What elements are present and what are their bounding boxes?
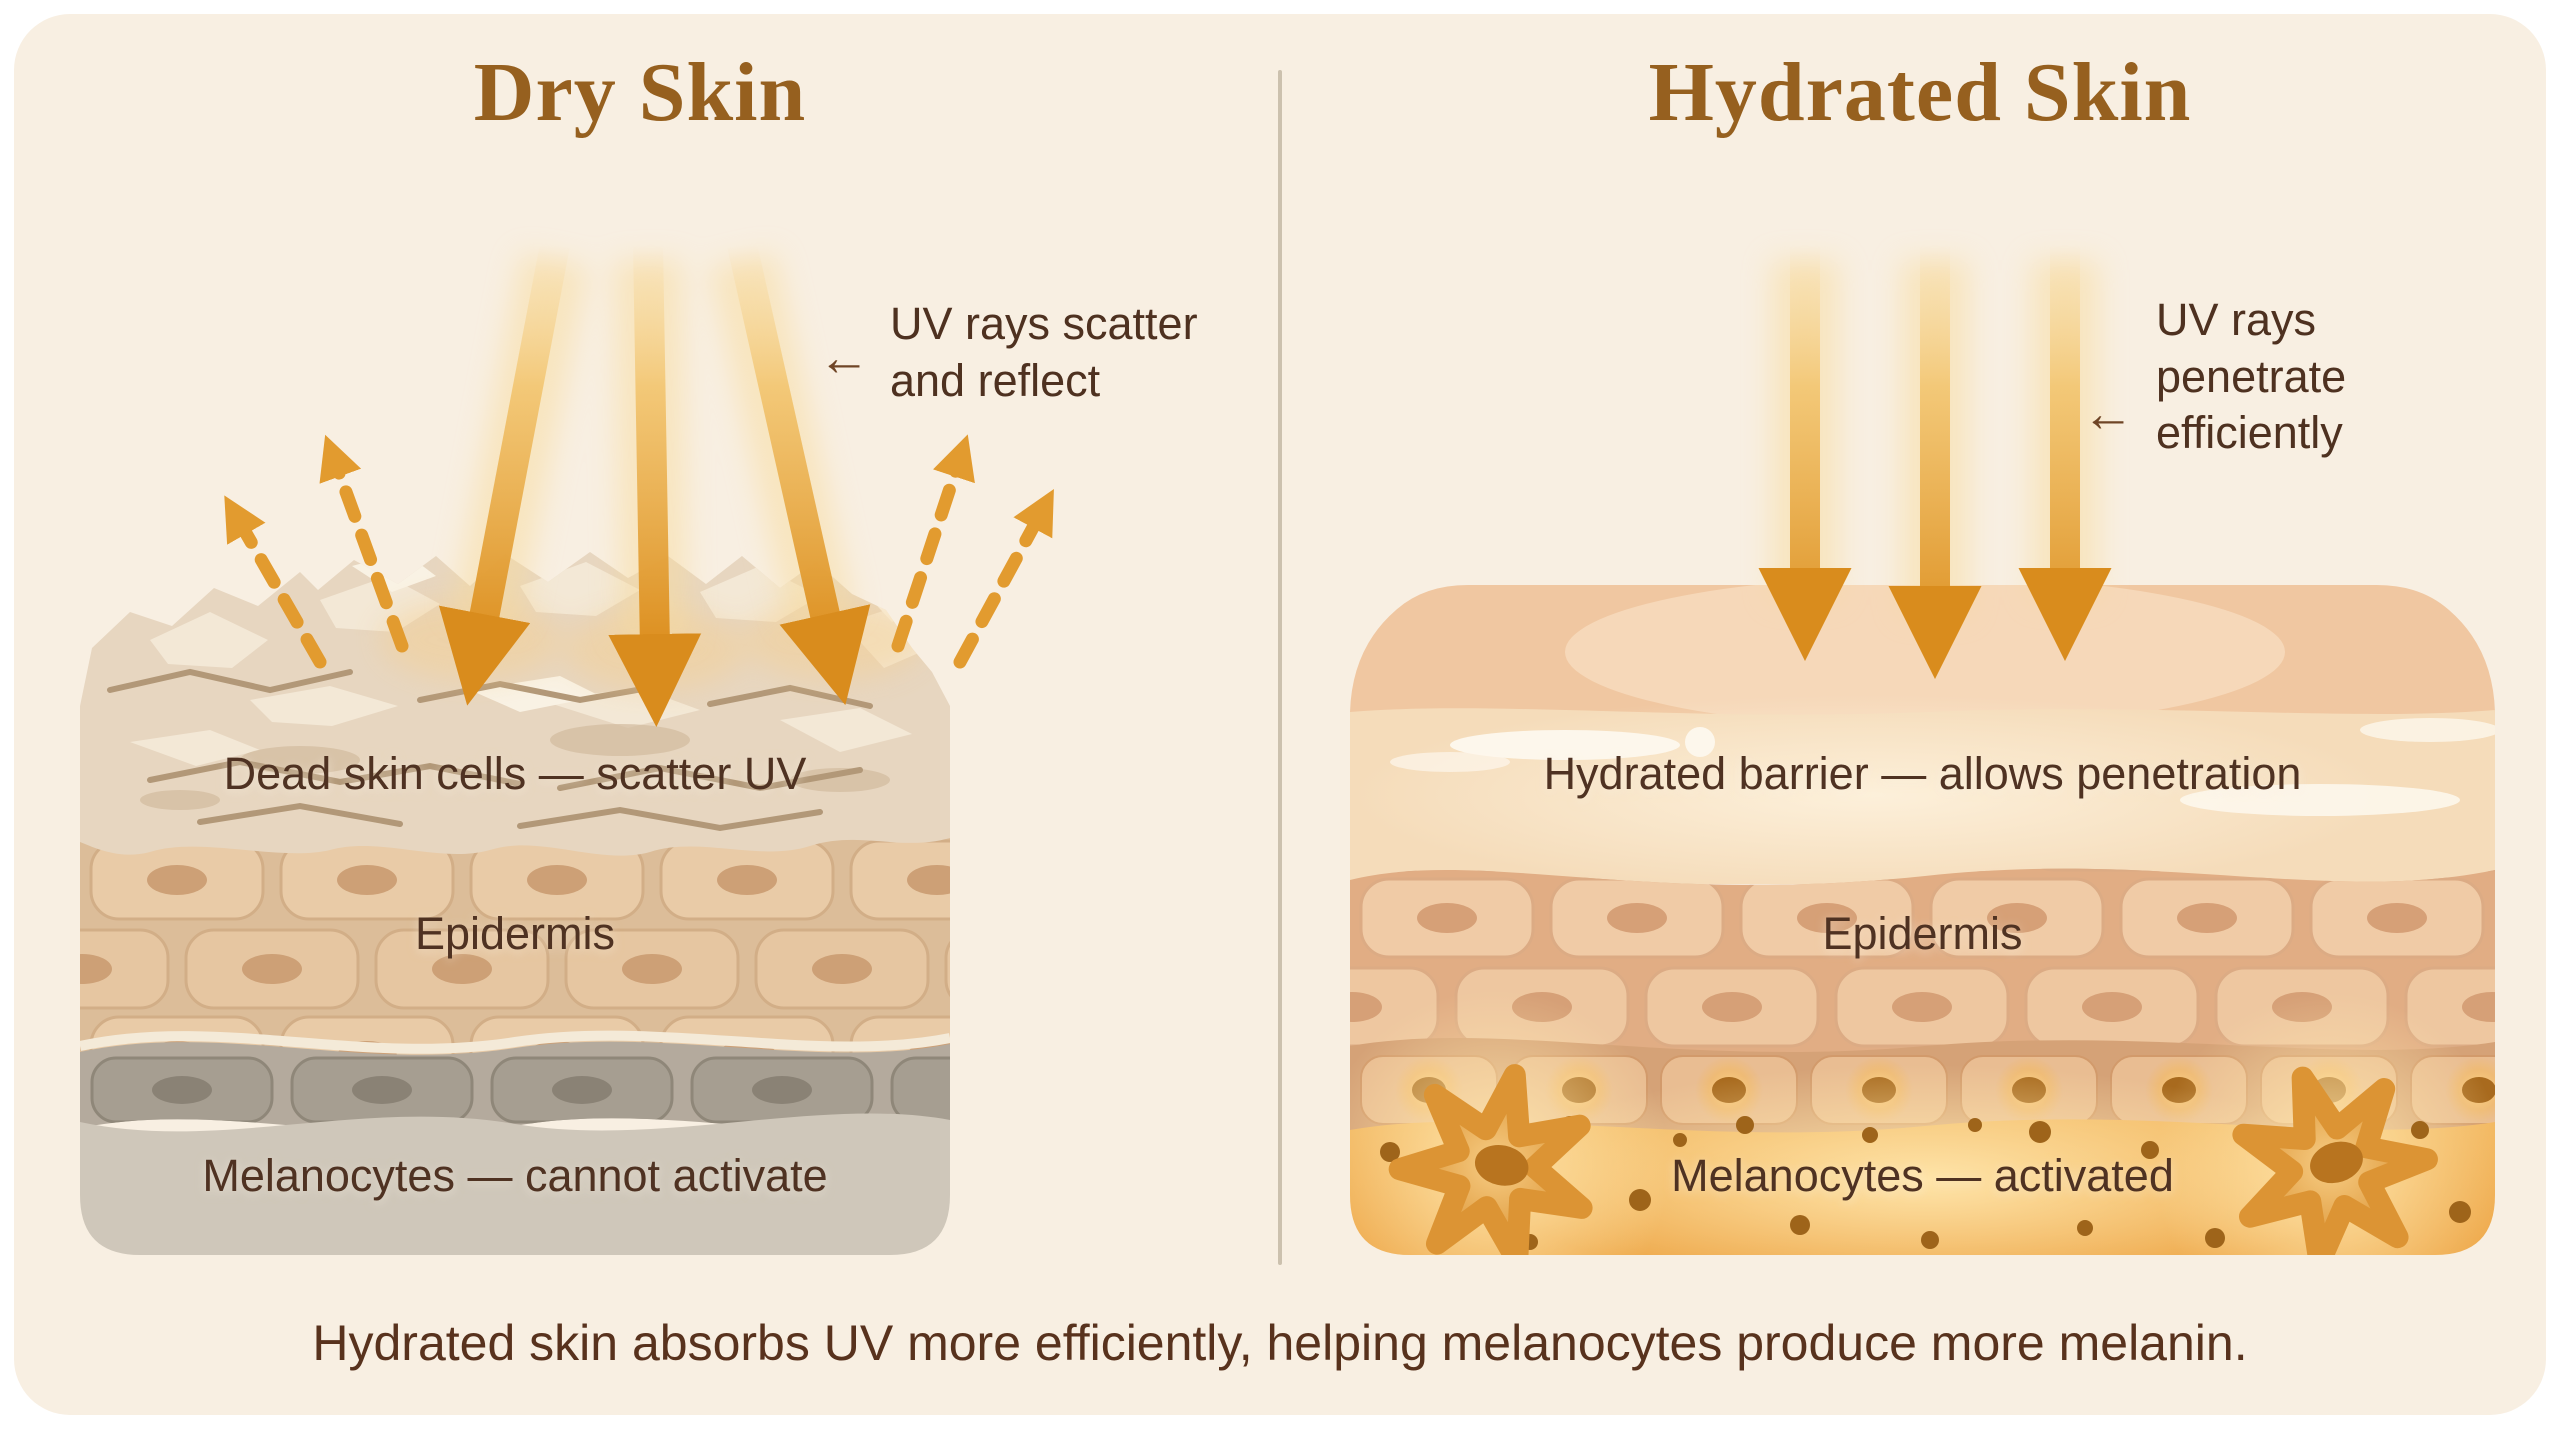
uv-penetrate-annotation: ← UV rays penetrate efficiently — [2082, 292, 2346, 462]
melanocyte-cell — [2232, 1066, 2438, 1255]
uv-rays-left — [438, 241, 871, 728]
melanocyte-cell — [1388, 1064, 1593, 1255]
left-arrow-icon: ← — [2082, 385, 2134, 443]
hydrated-surface-label: Hydrated barrier — allows penetration — [1543, 748, 2302, 799]
annotation-line: penetrate — [2156, 350, 2347, 402]
annotation-line: UV rays — [2156, 294, 2317, 345]
panel-divider — [1278, 70, 1282, 1265]
summary-caption: Hydrated skin absorbs UV more efficientl… — [312, 1315, 2248, 1371]
reflected-uv-arrow — [953, 488, 1054, 669]
left-arrow-icon: ← — [818, 329, 870, 387]
uv-ray-arrow — [608, 244, 702, 728]
uv-ray-arrow — [438, 242, 570, 706]
reflected-uv-arrow — [224, 495, 327, 669]
basal-separator-line — [80, 1030, 950, 1054]
dry-dermis-layer — [80, 1113, 950, 1255]
annotation-line: efficiently — [2156, 407, 2343, 459]
annotation-line: UV rays scatter — [890, 298, 1198, 349]
dry-skin-block — [80, 552, 950, 1255]
uv-rays-right — [1758, 245, 2112, 680]
hydrated-skin-title: Hydrated Skin — [1648, 46, 2192, 139]
dry-melanocyte-label: Melanocytes — cannot activate — [202, 1150, 828, 1201]
uv-scatter-annotation: ← UV rays scatter and reflect — [818, 296, 1198, 409]
dry-epidermis-label: Epidermis — [414, 908, 616, 959]
hydrated-epidermis-label: Epidermis — [1822, 908, 2023, 959]
skin-cracks — [107, 668, 873, 832]
reflected-uv-arrow — [319, 434, 409, 653]
dry-skin-title: Dry Skin — [473, 46, 807, 139]
reflected-uv-arrow — [891, 434, 975, 653]
hydrated-melanocyte-label: Melanocytes — activated — [1671, 1150, 2174, 1201]
moisture-shine — [1390, 718, 2495, 816]
uv-ray-arrow — [727, 241, 871, 706]
dry-surface-label: Dead skin cells — scatter UV — [223, 748, 807, 799]
reflected-uv-arrows — [224, 434, 1054, 669]
hydrated-skin-block — [1350, 585, 2495, 1255]
annotation-line: and reflect — [890, 354, 1101, 406]
